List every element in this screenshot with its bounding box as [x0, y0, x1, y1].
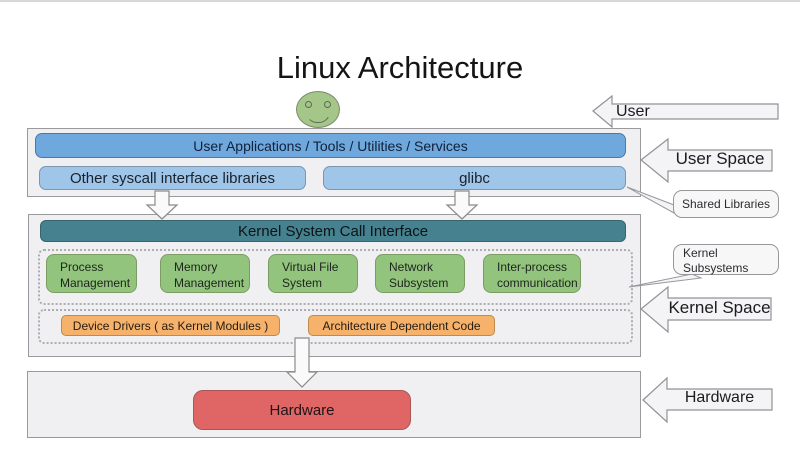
kernel-modules-group [38, 309, 633, 344]
smiley-face-icon [296, 91, 340, 128]
subsystem-label: Inter-process [497, 260, 568, 274]
kernel-subsystems-text: Subsystems [683, 261, 749, 275]
subsystem-label: Subsystem [389, 276, 449, 290]
smiley-eye-right [324, 101, 331, 108]
hardware-arrow-label: Hardware [684, 389, 755, 406]
shared-libraries-label: Shared Libraries [673, 190, 779, 218]
subsystem-label: Process [60, 260, 104, 274]
subsystem-label: Virtual File [282, 260, 339, 274]
page-title: Linux Architecture [276, 50, 524, 85]
kernel-space-arrow-label: Kernel Space [668, 298, 771, 317]
subsystem-network-subsystem: Network Subsystem [375, 254, 465, 293]
subsystem-label: Management [174, 276, 245, 290]
kernel-subsystems-label: Kernel Subsystems [673, 244, 779, 275]
subsystem-label: System [282, 276, 323, 290]
architecture-dependent-code-box: Architecture Dependent Code [308, 315, 495, 336]
hardware-box: Hardware [193, 390, 411, 430]
smiley-mouth [306, 112, 330, 123]
kernel-syscall-interface-bar: Kernel System Call Interface [40, 220, 626, 242]
subsystem-label: Memory [174, 260, 218, 274]
user-space-arrow-label: User Space [675, 149, 765, 168]
device-drivers-box: Device Drivers ( as Kernel Modules ) [61, 315, 280, 336]
shared-libraries-text: Shared Libraries [681, 197, 771, 211]
subsystem-label: Network [389, 260, 434, 274]
other-syscall-libraries-box: Other syscall interface libraries [39, 166, 306, 190]
subsystem-interprocess-communication: Inter-process communication [483, 254, 581, 293]
subsystem-process-management: Process Management [46, 254, 137, 293]
user-arrow-label: User [616, 103, 650, 120]
glibc-box: glibc [323, 166, 626, 190]
subsystem-memory-management: Memory Management [160, 254, 250, 293]
subsystem-label: communication [497, 276, 578, 290]
subsystem-virtual-file-system: Virtual File System [268, 254, 358, 293]
smiley-eye-left [305, 101, 312, 108]
subsystem-label: Management [60, 276, 131, 290]
kernel-subsystems-text: Kernel [683, 246, 718, 260]
user-applications-bar: User Applications / Tools / Utilities / … [35, 133, 626, 158]
top-border-strip [0, 0, 800, 2]
